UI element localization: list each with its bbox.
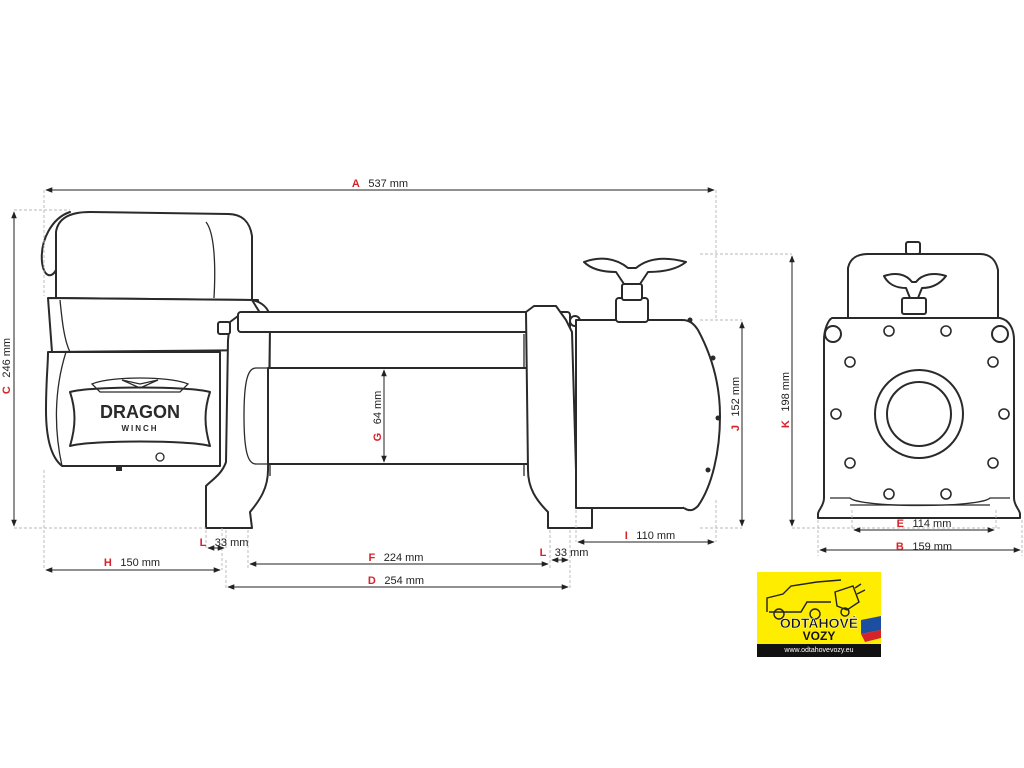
logo-line2: VOZY	[803, 629, 836, 643]
brand-subname: WINCH	[121, 424, 158, 433]
gearbox-cover-bolts	[687, 317, 721, 473]
dim-J-label: J 152 mm	[726, 377, 743, 431]
tie-bar	[237, 311, 571, 333]
logo-flag-accent	[861, 616, 881, 634]
motor-cable	[40, 211, 71, 277]
logo-url[interactable]: www.odtahovevozy.eu	[757, 644, 881, 657]
end-plate-bolts	[830, 325, 1010, 500]
odtahove-vozy-logo: ODTAHOVÉ VOZY	[757, 572, 881, 644]
dim-L-left-label: L 33 mm	[200, 533, 249, 550]
front-end-plate	[817, 317, 1021, 519]
logo-line1: ODTAHOVÉ	[780, 615, 858, 631]
dimension-lines	[11, 187, 1023, 590]
left-frame	[205, 315, 271, 529]
tow-truck-icon	[766, 579, 866, 620]
brand-name: DRAGON	[100, 402, 180, 422]
clutch-handle	[583, 257, 687, 323]
dragon-winch-emblem: DRAGON WINCH	[69, 377, 211, 447]
dim-I-label: I 110 mm	[625, 526, 675, 543]
dim-G-label: G 64 mm	[368, 391, 385, 442]
drum-opening-outer	[874, 369, 964, 459]
winch-front-view	[817, 241, 1021, 519]
drum-opening-inner	[886, 381, 952, 447]
cable-drum	[267, 367, 545, 465]
front-handle	[883, 273, 947, 299]
dim-E-label: E 114 mm	[897, 514, 952, 531]
dim-D-label: D 254 mm	[368, 571, 424, 588]
dim-C-label: C 246 mm	[0, 338, 14, 394]
dim-F-label: F 224 mm	[369, 548, 424, 565]
dim-B-label: B 159 mm	[896, 537, 952, 554]
winch-side-view: DRAGON WINCH	[40, 211, 721, 529]
dim-A-label: A 537 mm	[352, 174, 408, 191]
dim-K-label: K 198 mm	[776, 372, 793, 428]
dimension-labels: A 537 mm C 246 mm H 150 mm L 33 mm F 224…	[0, 174, 952, 588]
dim-H-label: H 150 mm	[104, 553, 160, 570]
dim-L-right-label: L 33 mm	[540, 543, 589, 560]
motor-top-cover	[55, 211, 253, 301]
